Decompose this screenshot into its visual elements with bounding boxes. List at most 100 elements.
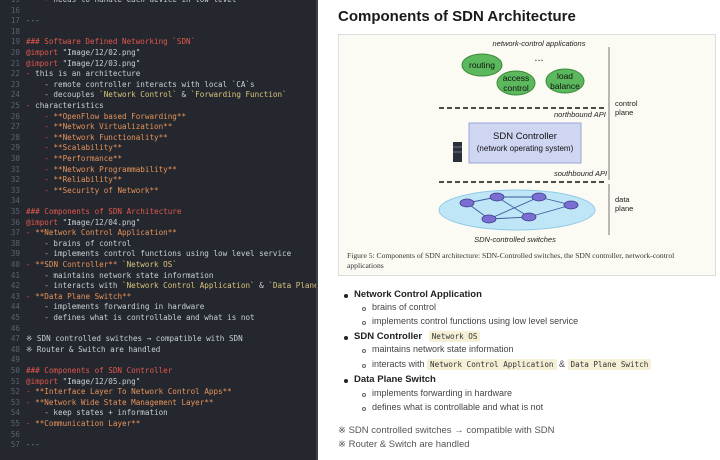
editor-line[interactable]: 20@import "Image/12/02.png" <box>0 48 316 59</box>
editor-line[interactable]: 50### Components of SDN Controller <box>0 366 316 377</box>
editor-line[interactable]: 19### Software Defined Networking `SDN` <box>0 37 316 48</box>
routing-label: routing <box>469 60 495 70</box>
editor-line[interactable]: 48※ Router & Switch are handled <box>0 345 316 356</box>
editor-line[interactable]: 24 - decouples `Network Control` & `Forw… <box>0 90 316 101</box>
switch-nodes <box>459 192 579 224</box>
access-label-1: access <box>503 73 529 83</box>
editor-line[interactable]: 37- **Network Control Application** <box>0 228 316 239</box>
code-token: **Performance** <box>53 154 123 163</box>
editor-line[interactable]: 34 <box>0 196 316 207</box>
editor-line[interactable]: 27 - **Network Virtualization** <box>0 122 316 133</box>
control-plane-label-2: plane <box>615 108 633 117</box>
sub-item: implements forwarding in hardware <box>372 388 513 398</box>
line-number: 15 <box>0 0 26 6</box>
line-number: 44 <box>10 302 20 312</box>
apps-ellipsis: ... <box>534 52 543 64</box>
code-token: - <box>26 185 54 195</box>
editor-line[interactable]: 53- **Network Wide State Management Laye… <box>0 398 316 409</box>
editor-line[interactable]: 46 <box>0 324 316 335</box>
editor-line[interactable]: 55- **Communication Layer** <box>0 419 316 430</box>
inline-code: Data Plane Switch <box>567 359 652 370</box>
editor-line[interactable]: 38 - brains of control <box>0 239 316 250</box>
code-token: - <box>26 143 54 153</box>
editor-line[interactable]: 31 - **Network Programmability** <box>0 165 316 176</box>
figure-caption: Figure 5: Components of SDN architecture… <box>347 251 675 270</box>
editor-line[interactable]: 40- **SDN Controller** `Network OS` <box>0 260 316 271</box>
editor-line[interactable]: 26 - **OpenFlow based Forwarding** <box>0 112 316 123</box>
line-number: 34 <box>10 196 20 206</box>
editor-line[interactable]: 41 - maintains network state information <box>0 271 316 282</box>
editor-line[interactable]: 28 - **Network Functionality** <box>0 133 316 144</box>
code-token: - implements control functions using low… <box>26 249 292 259</box>
line-code: @import "Image/12/03.png" <box>26 59 140 70</box>
line-code: @import "Image/12/05.png" <box>26 377 140 388</box>
editor-line[interactable]: 22- this is an architecture <box>0 69 316 80</box>
editor-line[interactable]: 45 - defines what is controllable and wh… <box>0 313 316 324</box>
bullet-dot <box>344 336 348 340</box>
southbound-label: southbound API <box>554 169 607 178</box>
line-number: 47 <box>10 334 20 344</box>
line-code: ※ Router & Switch are handled <box>26 345 160 356</box>
code-token: - maintains network state information <box>26 270 214 280</box>
editor-line[interactable]: 29 - **Scalability** <box>0 143 316 154</box>
editor-line[interactable]: 35### Components of SDN Architecture <box>0 207 316 218</box>
editor-line[interactable]: 57--- <box>0 440 316 451</box>
bullet-sdn-controller: SDN Controller Network OS <box>354 331 481 342</box>
code-token: - <box>26 387 36 397</box>
code-token: **Network Wide State Management Layer** <box>35 397 214 407</box>
code-token: characteristics <box>35 101 104 110</box>
code-token: @import <box>26 58 59 68</box>
line-code: - maintains network state information <box>26 271 213 282</box>
editor-line[interactable]: 42 - interacts with `Network Control App… <box>0 281 316 292</box>
editor-line[interactable]: 39 - implements control functions using … <box>0 249 316 260</box>
editor-line[interactable]: 56 <box>0 430 316 441</box>
editor-line[interactable]: 16 <box>0 6 316 17</box>
line-code: - **Network Control Application** <box>26 228 177 239</box>
note-line: ※ SDN controlled switches → compatible w… <box>338 425 555 436</box>
sdn-controller-box <box>468 122 582 164</box>
bullet-data-plane-switch: Data Plane Switch <box>354 374 436 385</box>
sub-bullet <box>362 393 366 397</box>
editor-line[interactable]: 44 - implements forwarding in hardware <box>0 302 316 313</box>
access-control-app <box>496 70 536 96</box>
line-number: 24 <box>10 90 20 100</box>
line-number: 20 <box>10 48 20 57</box>
editor-line[interactable]: 25- characteristics <box>0 101 316 112</box>
editor-line[interactable]: 32 - **Reliability** <box>0 175 316 186</box>
note-line: ※ Router & Switch are handled <box>338 439 470 450</box>
code-token: - <box>26 69 36 79</box>
line-number: 22 <box>10 69 20 79</box>
editor-line[interactable]: 30 - **Performance** <box>0 154 316 165</box>
code-token: "Image/12/03.png" <box>58 58 141 68</box>
bullet-label: SDN Controller <box>354 331 423 342</box>
editor-line[interactable]: 43- **Data Plane Switch** <box>0 292 316 303</box>
editor-line[interactable]: 36 @import "Image/12/04.png" <box>0 218 316 229</box>
code-token: `Network OS` <box>117 260 177 269</box>
line-number: 49 <box>10 355 20 365</box>
line-number: 36 <box>10 217 20 227</box>
code-token: --- <box>26 440 40 450</box>
line-code: - **OpenFlow based Forwarding** <box>26 112 186 123</box>
line-number: 27 <box>10 122 20 132</box>
editor-line[interactable]: 18 <box>0 27 316 38</box>
editor-line[interactable]: 47※ SDN controlled switches → compatible… <box>0 334 316 345</box>
line-code: @import "Image/12/04.png" <box>26 218 140 229</box>
markdown-editor[interactable]: 15 - needs to handle each device in low … <box>0 0 318 460</box>
line-number: 21 <box>10 58 20 68</box>
editor-line[interactable]: 54 - keep states + information <box>0 408 316 419</box>
sub-bullet <box>362 364 366 368</box>
editor-line[interactable]: 33 - **Security of Network** <box>0 186 316 197</box>
editor-line[interactable]: 23 - remote controller interacts with lo… <box>0 80 316 91</box>
code-token: - interacts with <box>26 281 123 291</box>
code-token: `Network Control Application` <box>122 281 255 291</box>
markdown-preview: Components of SDN Architecture network-c… <box>318 0 720 460</box>
line-number: 18 <box>10 26 20 36</box>
editor-line[interactable]: 52- **Interface Layer To Network Control… <box>0 387 316 398</box>
line-number: 28 <box>10 132 20 142</box>
editor-line[interactable]: 15 - needs to handle each device in low … <box>0 0 316 6</box>
editor-line[interactable]: 51@import "Image/12/05.png" <box>0 377 316 388</box>
code-token: - defines what is controllable and what … <box>26 313 255 322</box>
editor-line[interactable]: 49 <box>0 355 316 366</box>
editor-line[interactable]: 17--- <box>0 16 316 27</box>
editor-line[interactable]: 21 @import "Image/12/03.png" <box>0 59 316 70</box>
